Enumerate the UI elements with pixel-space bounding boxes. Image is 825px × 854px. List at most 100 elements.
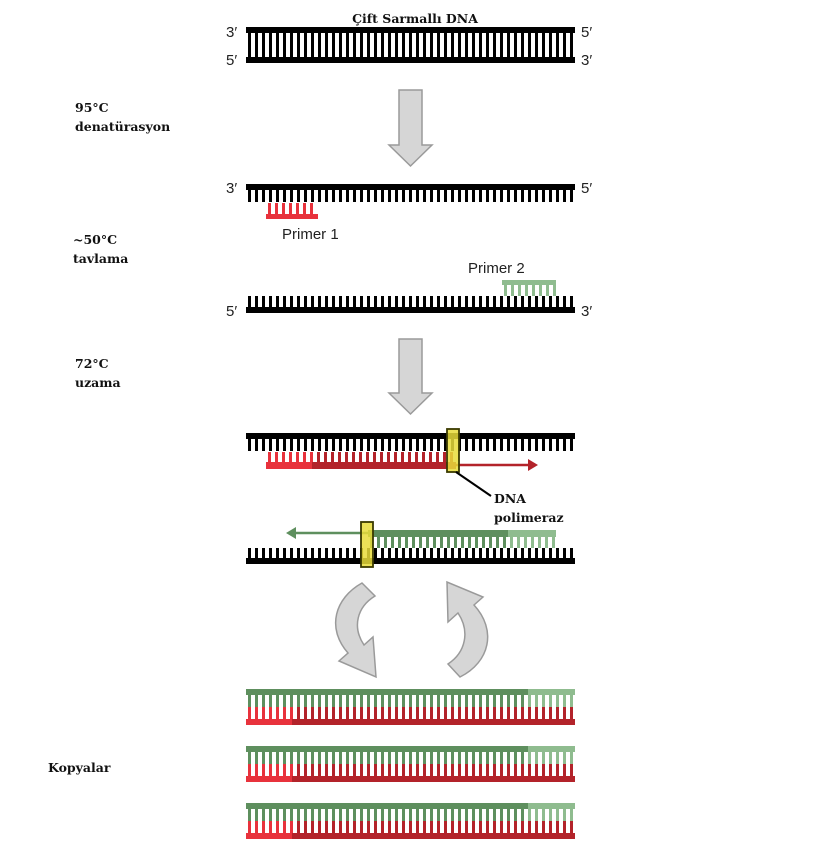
strand-a-bases-tooth bbox=[402, 190, 405, 202]
ext-a-template-bases-tooth bbox=[549, 439, 552, 451]
ds-base-pairs-tooth bbox=[297, 33, 300, 57]
ds-base-pairs-tooth bbox=[283, 33, 286, 57]
strand-a-bases-tooth bbox=[346, 190, 349, 202]
copy1-green-bases-tooth bbox=[479, 695, 482, 707]
primer-2-bases-tooth bbox=[525, 285, 528, 296]
ext-a-template-bases-tooth bbox=[493, 439, 496, 451]
ext-b-new-bases-tooth bbox=[412, 537, 415, 548]
ext-b-new-bases-tooth bbox=[482, 537, 485, 548]
copy1-green-primer-backbone bbox=[528, 689, 575, 695]
copy-1 bbox=[246, 689, 575, 725]
ext-b-new-bases-tooth bbox=[489, 537, 492, 548]
copy2-green-bases-tooth bbox=[325, 752, 328, 764]
strand-b-bases-tooth bbox=[507, 296, 510, 307]
ext-b-new-bases-tooth bbox=[524, 537, 527, 548]
copy3-green-bases-tooth bbox=[542, 809, 545, 821]
ext-a-template-bases-tooth bbox=[388, 439, 391, 451]
strand-a-bases-tooth bbox=[339, 190, 342, 202]
strand-b-bases-tooth bbox=[514, 296, 517, 307]
ext-b-new-bases bbox=[370, 537, 555, 548]
copy1-red-bases-tooth bbox=[367, 707, 370, 719]
strand-b-bases-tooth bbox=[493, 296, 496, 307]
ds-base-pairs-tooth bbox=[395, 33, 398, 57]
ext-b-template-bases-tooth bbox=[556, 548, 559, 558]
copy3-red-bases-tooth bbox=[528, 821, 531, 833]
strand-top-left-end: 3′ bbox=[226, 180, 237, 197]
ext-b-new-bases-tooth bbox=[468, 537, 471, 548]
copy2-green-bases-tooth bbox=[304, 752, 307, 764]
ext-a-new-bases-tooth bbox=[401, 452, 404, 462]
copy1-green-bases-tooth bbox=[416, 695, 419, 707]
strand-a-bases-tooth bbox=[570, 190, 573, 202]
ext-b-new-bases-tooth bbox=[531, 537, 534, 548]
strand-a-bases-tooth bbox=[451, 190, 454, 202]
strand-b-bases-tooth bbox=[395, 296, 398, 307]
copy2-green-bases-tooth bbox=[437, 752, 440, 764]
copy3-green-bases-tooth bbox=[255, 809, 258, 821]
strand-a-bases bbox=[248, 190, 573, 202]
ext-b-template-bases-tooth bbox=[248, 548, 251, 558]
copy2-red-bases-tooth bbox=[444, 764, 447, 776]
copy3-red-bases-tooth bbox=[416, 821, 419, 833]
copy2-red-bases-tooth bbox=[458, 764, 461, 776]
copy3-red-bases-tooth bbox=[430, 821, 433, 833]
copy3-green-bases-tooth bbox=[388, 809, 391, 821]
ext-a-new-bases bbox=[268, 452, 453, 462]
ext-b-template-bases-tooth bbox=[458, 548, 461, 558]
copy2-green-bases-tooth bbox=[290, 752, 293, 764]
strand-a-bases-tooth bbox=[262, 190, 265, 202]
ext-a-template-bases-tooth bbox=[248, 439, 251, 451]
ds-base-pairs-tooth bbox=[521, 33, 524, 57]
ext-a-template-bases-tooth bbox=[374, 439, 377, 451]
primer-1-bases-tooth bbox=[296, 203, 299, 214]
copy2-red-bases-tooth bbox=[563, 764, 566, 776]
copy1-green-bases-tooth bbox=[332, 695, 335, 707]
ds-base-pairs-tooth bbox=[472, 33, 475, 57]
copy2-green-bases-tooth bbox=[297, 752, 300, 764]
strand-a-bases-tooth bbox=[290, 190, 293, 202]
primer-2-bases-tooth bbox=[553, 285, 556, 296]
ext-a-new-bases-tooth bbox=[303, 452, 306, 462]
strand-bottom-right-end: 3′ bbox=[581, 303, 592, 320]
ds-base-pairs-tooth bbox=[325, 33, 328, 57]
ds-base-pairs-tooth bbox=[367, 33, 370, 57]
copy1-green-bases bbox=[248, 695, 573, 707]
copy3-red-bases-tooth bbox=[451, 821, 454, 833]
copy3-red-bases-tooth bbox=[290, 821, 293, 833]
ext-a-template-bases-tooth bbox=[437, 439, 440, 451]
copy2-green-bases-tooth bbox=[451, 752, 454, 764]
copy2-green-bases-tooth bbox=[409, 752, 412, 764]
copy3-red-bases-tooth bbox=[549, 821, 552, 833]
strand-b-bases-tooth bbox=[465, 296, 468, 307]
copy2-red-bases-tooth bbox=[353, 764, 356, 776]
strand-b-bases-tooth bbox=[311, 296, 314, 307]
ext-a-template-bases-tooth bbox=[570, 439, 573, 451]
polymerase-bottom bbox=[360, 521, 374, 568]
ext-a-template-bases-tooth bbox=[472, 439, 475, 451]
strand-b-bases-tooth bbox=[262, 296, 265, 307]
copy1-green-bases-tooth bbox=[500, 695, 503, 707]
ext-b-template-bases-tooth bbox=[332, 548, 335, 558]
ext-b-template-bases-tooth bbox=[535, 548, 538, 558]
strand-b-bases-tooth bbox=[360, 296, 363, 307]
strand-b-bases-tooth bbox=[290, 296, 293, 307]
strand-b-bases-tooth bbox=[332, 296, 335, 307]
copy3-green-bases-tooth bbox=[395, 809, 398, 821]
ext-b-template-bases-tooth bbox=[269, 548, 272, 558]
ext-a-template-bases-tooth bbox=[486, 439, 489, 451]
copy2-red-bases-tooth bbox=[276, 764, 279, 776]
copy2-green-bases-tooth bbox=[255, 752, 258, 764]
copy1-green-bases-tooth bbox=[388, 695, 391, 707]
ext-b-template-bases-tooth bbox=[311, 548, 314, 558]
copy1-red-bases bbox=[248, 707, 573, 719]
ds-base-pairs-tooth bbox=[402, 33, 405, 57]
ext-b-new-bases-tooth bbox=[440, 537, 443, 548]
ds-base-pairs-tooth bbox=[430, 33, 433, 57]
copy2-green-bases-tooth bbox=[367, 752, 370, 764]
copy1-green-bases-tooth bbox=[486, 695, 489, 707]
copy2-red-bases-tooth bbox=[472, 764, 475, 776]
primer-2-bases-tooth bbox=[504, 285, 507, 296]
ext-a-new-bases-tooth bbox=[282, 452, 285, 462]
strand-b-bases-tooth bbox=[521, 296, 524, 307]
ds-base-pairs-tooth bbox=[570, 33, 573, 57]
